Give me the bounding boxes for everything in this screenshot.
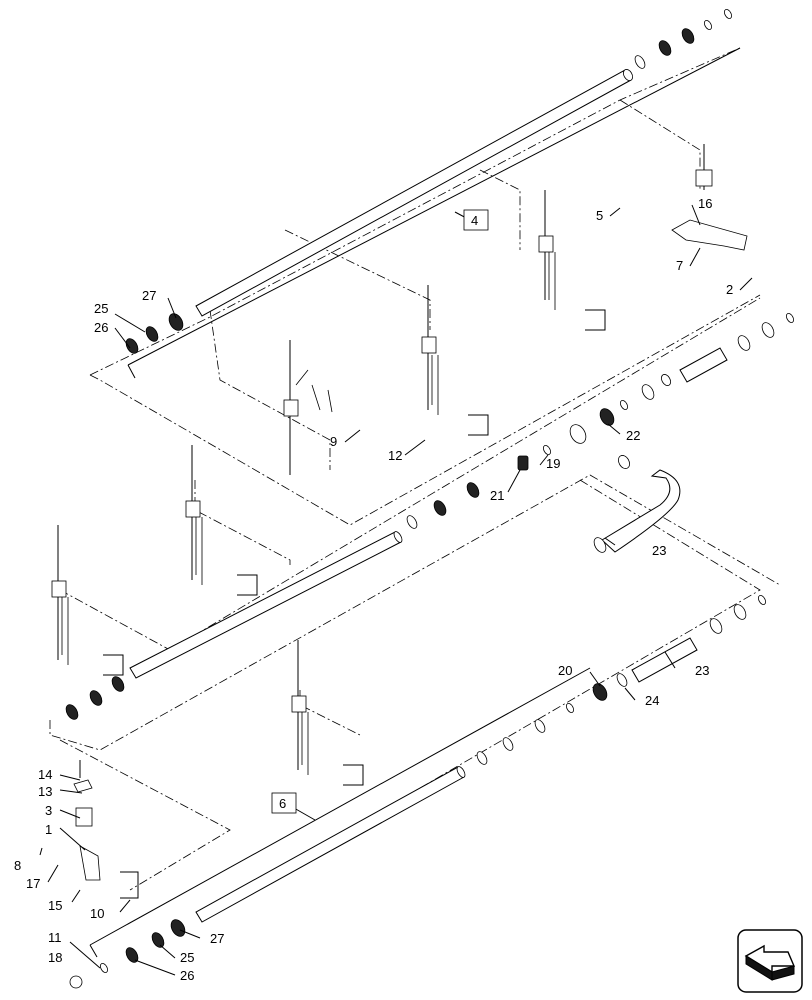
lower-shaft-assembly <box>69 595 767 989</box>
view-direction-arrow-icon[interactable] <box>737 929 803 993</box>
upper-shaft-assembly <box>125 9 741 379</box>
callout-26b: 26 <box>180 968 194 983</box>
callout-25b: 25 <box>180 950 194 965</box>
callout-5: 5 <box>596 208 603 223</box>
callout-23b: 23 <box>695 663 709 678</box>
callout-labels: 4 6 25 26 27 5 16 7 2 9 12 19 21 22 23 2… <box>14 196 733 983</box>
bent-tube <box>601 469 681 553</box>
reference-line <box>127 47 741 366</box>
callout-27a: 27 <box>142 288 156 303</box>
callout-12: 12 <box>388 448 402 463</box>
callout-20: 20 <box>558 663 572 678</box>
callout-11: 11 <box>48 930 62 945</box>
assembly-outlines <box>49 47 781 891</box>
callout-8: 8 <box>14 858 21 873</box>
lower-shaft <box>195 766 465 923</box>
callout-13: 13 <box>38 784 52 799</box>
callout-3: 3 <box>45 803 52 818</box>
callout-17: 17 <box>26 876 40 891</box>
coupler-21 <box>517 455 529 471</box>
middle-shaft-assembly <box>65 313 795 720</box>
callout-22: 22 <box>626 428 640 443</box>
callout-7: 7 <box>676 258 683 273</box>
callout-26a: 26 <box>94 320 108 335</box>
callout-24: 24 <box>645 693 659 708</box>
callout-6: 6 <box>279 796 286 811</box>
upper-shaft <box>195 69 632 317</box>
callout-2: 2 <box>726 282 733 297</box>
callout-9: 9 <box>330 434 337 449</box>
bracket-16 <box>671 219 748 251</box>
callout-1: 1 <box>45 822 52 837</box>
middle-shaft <box>129 531 402 679</box>
straight-tube <box>631 637 698 683</box>
bearing-22 <box>599 408 615 426</box>
callout-box-6 <box>271 792 297 814</box>
callout-27b: 27 <box>210 931 224 946</box>
callout-18: 18 <box>48 950 62 965</box>
callout-25a: 25 <box>94 301 108 316</box>
callout-19: 19 <box>546 456 560 471</box>
bracket-assemblies <box>51 144 748 899</box>
callout-23a: 23 <box>652 543 666 558</box>
callout-14: 14 <box>38 767 52 782</box>
callout-10: 10 <box>90 906 104 921</box>
cap-18 <box>69 975 83 989</box>
callout-box-4 <box>463 209 489 231</box>
callout-4: 4 <box>471 213 478 228</box>
callout-21: 21 <box>490 488 504 503</box>
coupler-19 <box>569 424 587 444</box>
leader-lines <box>39 204 753 976</box>
callout-16: 16 <box>698 196 712 211</box>
callout-15: 15 <box>48 898 62 913</box>
